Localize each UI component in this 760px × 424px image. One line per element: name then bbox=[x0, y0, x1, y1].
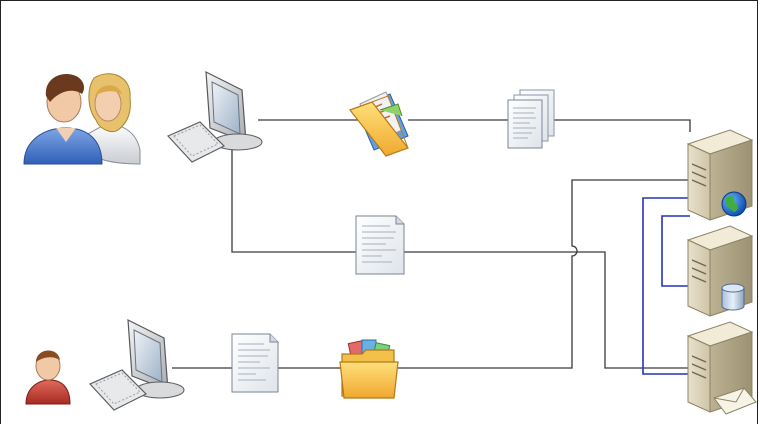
link-top-workstation-to-web-server bbox=[258, 119, 691, 132]
server-links bbox=[642, 197, 690, 375]
document-icon bbox=[355, 215, 405, 275]
link-top-workstation-to-document bbox=[231, 146, 358, 253]
link-document-to-mail-server bbox=[404, 251, 690, 369]
connector-lines bbox=[172, 119, 691, 369]
document-stack-icon bbox=[507, 89, 555, 149]
computer-icon bbox=[166, 70, 263, 163]
open-folder-icon bbox=[349, 91, 409, 157]
user-icon bbox=[25, 350, 71, 405]
mail-server-icon bbox=[686, 321, 757, 415]
database-server-icon bbox=[686, 225, 754, 317]
document-icon bbox=[231, 333, 279, 393]
link-web-to-database-server bbox=[661, 215, 690, 287]
link-web-to-mail-server bbox=[642, 197, 690, 375]
folder-with-files-icon bbox=[339, 339, 399, 399]
user-group-icon bbox=[23, 73, 141, 165]
link-web-server-to-bottom-folder bbox=[398, 179, 690, 369]
web-server-icon bbox=[686, 129, 754, 221]
computer-icon bbox=[88, 318, 185, 411]
